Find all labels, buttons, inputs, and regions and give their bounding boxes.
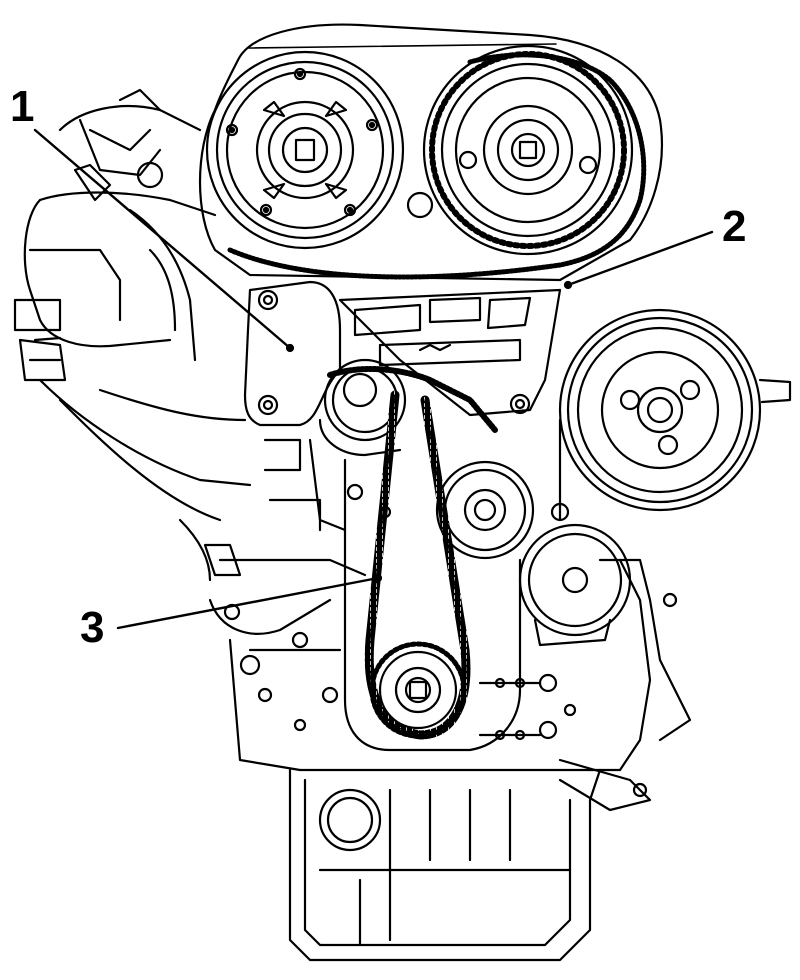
camshaft-sprocket-left <box>205 50 405 250</box>
intake-manifold <box>13 88 252 582</box>
timing-belt <box>308 366 522 752</box>
oil-pan <box>288 768 602 962</box>
engine-mount-bracket <box>243 280 562 427</box>
crankshaft-sprocket <box>369 641 467 739</box>
callout-label-1: 1 <box>10 82 35 131</box>
leader-line-3 <box>116 576 380 630</box>
water-pump-pulley <box>558 308 792 522</box>
camshaft-sprocket-right <box>406 44 634 256</box>
idler-pulley-lower <box>518 523 632 647</box>
callout-label-3: 3 <box>80 603 105 652</box>
lower-engine-block <box>208 438 692 812</box>
belt-tensioner <box>346 460 570 560</box>
leader-line-1 <box>33 128 292 350</box>
upper-timing-belt <box>227 52 647 280</box>
callout-label-2: 2 <box>722 202 747 251</box>
leader-line-2 <box>566 230 714 287</box>
